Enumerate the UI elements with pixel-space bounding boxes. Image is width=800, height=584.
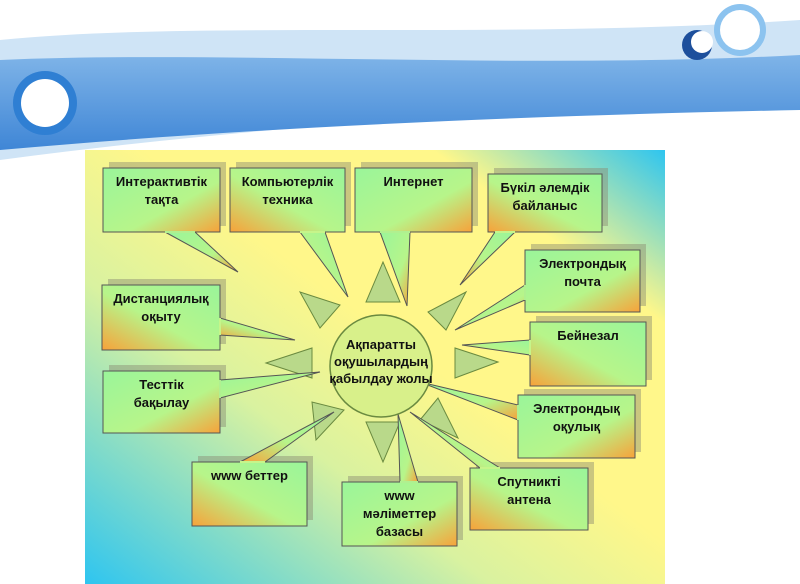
callout-label: оқыту [141,309,181,324]
callout-label: антена [507,492,552,507]
callout-box [517,394,636,459]
callout-label: www беттер [210,468,288,483]
center-label-line: оқушылардың [334,354,428,369]
callout-www-database: www мәліметтер базасы [341,413,463,547]
callout-label: Спутникті [497,474,560,489]
callout-label: оқулық [553,419,601,434]
callout-video-hall: Бейнезал [461,316,652,387]
callout-box [487,173,603,233]
callout-box [469,467,589,531]
callout-label: Электрондық [533,401,620,416]
callout-box [341,481,458,547]
callout-www-pages: www беттер [191,411,335,527]
callout-label: техника [262,192,313,207]
callout-box [101,284,221,351]
callout-label: мәліметтер [363,506,436,521]
sun-ray [264,347,313,379]
callout-box [191,461,308,527]
callout-computer-tech: Компьютерлік техника [229,162,351,298]
callout-email: Электрондық почта [454,244,646,331]
slide-header-decoration [0,0,800,170]
center-label-line: қабылдау жолы [329,371,432,386]
callout-worldwide-link: Бүкіл әлемдік байланыс [459,168,608,286]
callout-label: Тесттік [139,377,184,392]
sun-ray [365,260,401,303]
callout-label: Бейнезал [557,328,618,343]
callout-box [102,167,221,233]
callout-test-control: Тесттік бақылау [102,365,321,434]
callout-internet: Интернет [354,162,478,307]
sun-ray [454,347,500,379]
callout-label: Дистанциялық [113,291,209,306]
sun-ray [365,421,401,464]
callout-box [354,167,473,233]
callout-box [529,321,647,387]
callout-satellite-antenna: Спутникті антена [409,411,594,531]
center-label-line: Ақпаратты [346,337,416,352]
center-label: Ақпаратты оқушылардың қабылдау жолы [329,337,432,386]
callout-label: Интернет [383,174,443,189]
callout-label: бақылау [134,395,190,410]
callout-label: Электрондық [539,256,626,271]
callout-label: Интерактивтік [116,174,208,189]
callout-e-textbook: Электрондық оқулық [419,381,641,459]
sun-ray [311,401,345,442]
callout-label: Бүкіл әлемдік [501,180,590,195]
callout-box [524,249,641,313]
sun-rays [264,260,500,464]
callout-box [102,370,221,434]
sun-ray [298,291,341,329]
callout-label: почта [564,274,601,289]
callout-label: Компьютерлік [242,174,334,189]
callout-box [229,167,346,233]
callout-label: байланыс [513,198,578,213]
callout-label: тақта [145,192,179,207]
information-perception-diagram: Интерактивтік тақта Компьютерлік техника Инт… [85,150,665,584]
callout-label: базасы [376,524,423,539]
sun-ray [419,397,460,440]
callout-interactive-board: Интерактивтік тақта [102,162,239,273]
callout-distance-learning: Дистанциялық оқыту [101,279,296,351]
center-circle [329,314,433,418]
callout-label: www [383,488,415,503]
sun-ray [427,290,468,331]
